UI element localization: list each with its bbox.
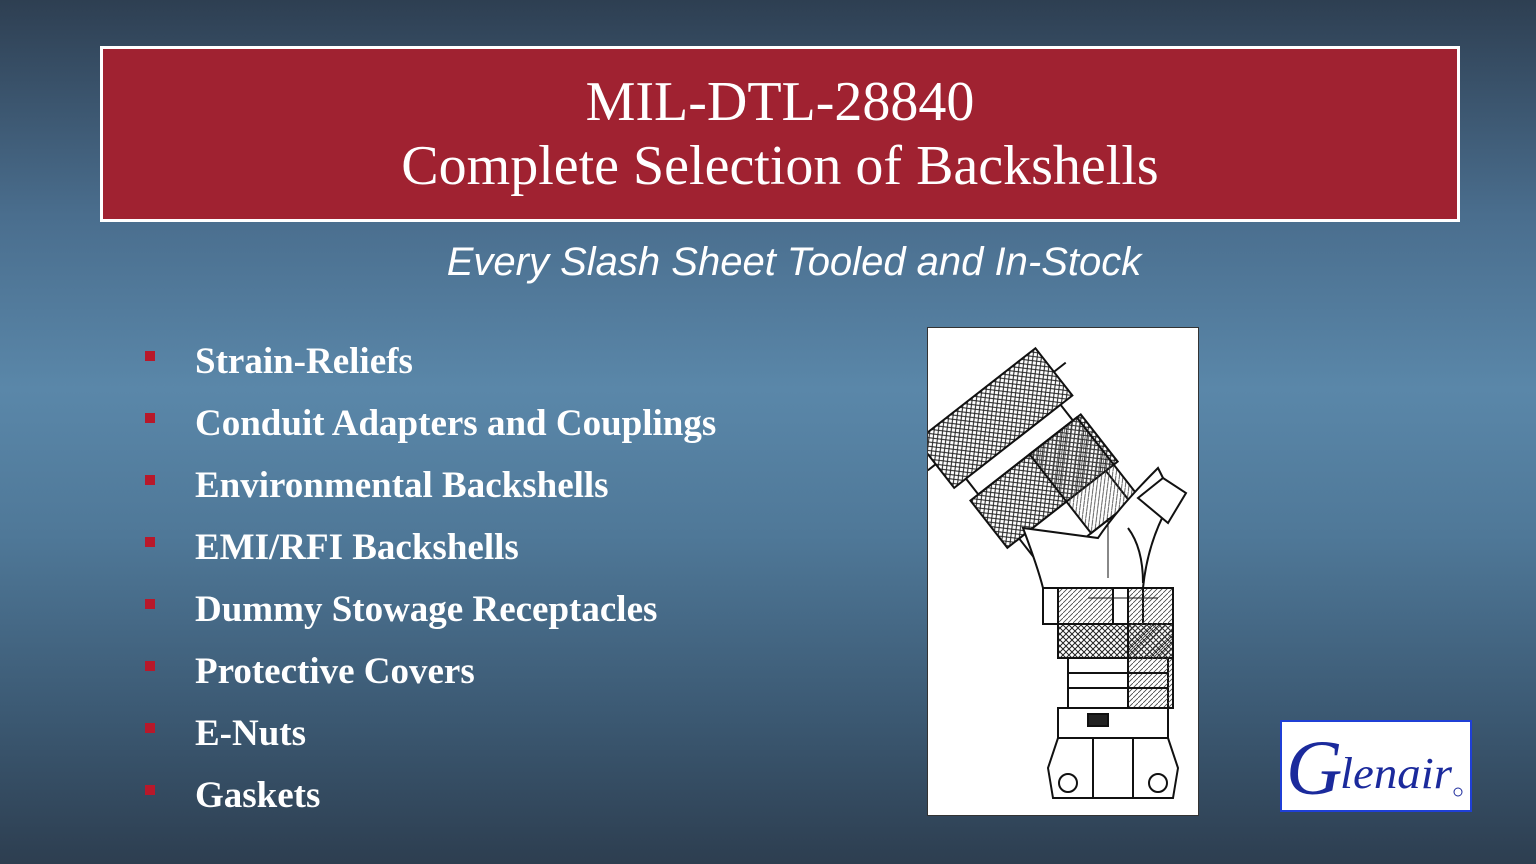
backshell-drawing-icon (915, 346, 1188, 799)
title-line-2: Complete Selection of Backshells (401, 135, 1159, 197)
bullet-square-icon (145, 661, 155, 671)
bullet-square-icon (145, 599, 155, 609)
list-item: Strain-Reliefs (145, 330, 716, 392)
list-item: E-Nuts (145, 702, 716, 764)
title-banner: MIL-DTL-28840 Complete Selection of Back… (100, 46, 1460, 222)
glenair-logo: G lenair (1280, 720, 1472, 812)
bullet-text: Environmental Backshells (195, 464, 609, 506)
bullet-square-icon (145, 723, 155, 733)
title-line-1: MIL-DTL-28840 (585, 71, 975, 133)
list-item: Conduit Adapters and Couplings (145, 392, 716, 454)
bullet-text: Dummy Stowage Receptacles (195, 588, 658, 630)
backshell-diagram (915, 327, 1199, 816)
bullet-square-icon (145, 785, 155, 795)
bullet-text: Protective Covers (195, 650, 475, 692)
list-item: Dummy Stowage Receptacles (145, 578, 716, 640)
bullet-text: Conduit Adapters and Couplings (195, 402, 717, 444)
bullet-square-icon (145, 475, 155, 485)
bullet-text: EMI/RFI Backshells (195, 526, 519, 568)
svg-text:G: G (1286, 724, 1342, 810)
bullet-square-icon (145, 537, 155, 547)
subtitle: Every Slash Sheet Tooled and In-Stock (446, 240, 1142, 284)
list-item: Environmental Backshells (145, 454, 716, 516)
list-item: Gaskets (145, 764, 716, 826)
bullet-text: Strain-Reliefs (195, 340, 413, 382)
list-item: EMI/RFI Backshells (145, 516, 716, 578)
bullet-square-icon (145, 351, 155, 361)
bullet-text: Gaskets (195, 774, 321, 816)
bullet-list: Strain-Reliefs Conduit Adapters and Coup… (145, 330, 716, 826)
bullet-square-icon (145, 413, 155, 423)
bullet-text: E-Nuts (195, 712, 307, 754)
svg-text:lenair: lenair (1340, 749, 1453, 798)
glenair-logo-icon: G lenair (1286, 724, 1463, 811)
list-item: Protective Covers (145, 640, 716, 702)
